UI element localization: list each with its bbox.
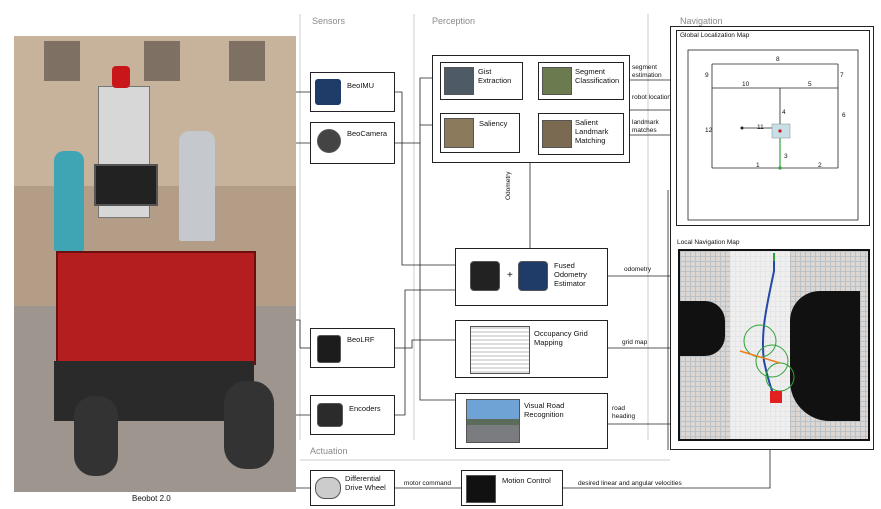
camera-icon [317,129,341,153]
beoimu-box: BeoIMU [310,72,395,112]
saliency-box: Saliency [440,113,520,153]
segment-thumbnail [542,67,572,95]
segment-label-10: 10 [742,81,750,88]
motion-control-label: Motion Control [502,476,551,485]
segment-estimation-label: segment estimation [632,64,662,79]
segment-label: Segment Classification [575,67,620,85]
fused-odometry-box: + Fused Odometry Estimator [455,248,608,306]
occupancy-label: Occupancy Grid Mapping [534,329,588,347]
section-sensors: Sensors [312,16,346,26]
person [179,131,215,241]
encoders-box: Encoders [310,395,395,435]
encoder-thumbnail [470,261,500,291]
odometry-vertical-label: Odometry [505,171,512,200]
robot-photo [14,36,296,492]
window [144,41,180,81]
saliency-thumbnail [444,118,474,148]
imu-thumbnail [518,261,548,291]
plus-sign: + [507,270,513,281]
encoders-label: Encoders [349,404,381,413]
beocamera-box: BeoCamera [310,122,395,164]
segment-label-4: 4 [782,109,786,116]
occupancy-box: Occupancy Grid Mapping [455,320,608,378]
road-heading-label: road heading [612,405,636,420]
segment-label-5: 5 [808,81,812,88]
map-obstacle-right [790,291,860,421]
motion-control-box: Motion Control [461,470,563,506]
beolrf-label: BeoLRF [347,335,375,344]
road-label: Visual Road Recognition [524,401,565,419]
robot-caption: Beobot 2.0 [132,494,171,503]
motion-plot-thumbnail [466,475,496,503]
segment-label-9: 9 [705,72,709,79]
map-free-space [730,251,790,439]
road-thumbnail [466,399,520,443]
gist-box: Gist Extraction [440,62,523,100]
segment-label-12: 12 [705,127,713,134]
imu-icon [315,79,341,105]
segment-label-11: 11 [757,124,764,131]
window [229,41,265,81]
gist-thumbnail [444,67,474,95]
local-map-box [678,249,870,441]
beolrf-box: BeoLRF [310,328,395,368]
landmark-matches-label: landmark matches [632,119,659,134]
motion-plot-curve [466,475,496,503]
velocities-label: desired linear and angular velocities [578,480,682,487]
segment-label-7: 7 [840,72,844,79]
landmark-box: Salient Landmark Matching [538,113,624,155]
segment-label-8: 8 [776,56,780,63]
beacon-light [112,66,130,88]
person [54,151,84,251]
drive-wheel-box: Differential Drive Wheel [310,470,395,506]
road-recognition-box: Visual Road Recognition [455,393,608,449]
robot-location-label: robot location [632,94,672,101]
gist-label: Gist Extraction [478,67,512,85]
map-trajectories [739,253,795,403]
saliency-label: Saliency [479,119,508,128]
landmark-thumbnail [542,120,572,148]
robot-red-chassis [56,251,256,365]
encoder-icon [317,403,343,427]
section-navigation: Navigation [680,16,723,26]
landmark-label: Salient Landmark Matching [575,118,609,145]
local-map-title: Local Navigation Map [677,239,740,246]
wheel-icon [315,477,341,499]
map-obstacle-left [680,301,725,356]
robot-screen [94,164,158,206]
odometry-signal-label: odometry [624,266,652,273]
grid-map-label: grid map [622,339,648,346]
beoimu-label: BeoIMU [347,81,375,90]
fused-label: Fused Odometry Estimator [554,261,587,288]
global-map-title: Global Localization Map [680,32,750,39]
segment-label-6: 6 [842,112,846,119]
beocamera-label: BeoCamera [347,129,388,138]
section-actuation: Actuation [310,446,348,456]
wheel-right [224,381,274,469]
occupancy-thumbnail [470,326,530,374]
section-perception: Perception [432,16,476,26]
drive-wheel-label: Differential Drive Wheel [345,474,386,492]
segment-label-2: 2 [818,162,822,169]
motor-command-label: motor command [404,480,451,487]
lrf-icon [317,335,341,363]
segment-label-1: 1 [756,162,760,169]
segment-label-3: 3 [784,153,788,160]
wheel-left [74,396,118,476]
segment-box: Segment Classification [538,62,624,100]
window [44,41,80,81]
